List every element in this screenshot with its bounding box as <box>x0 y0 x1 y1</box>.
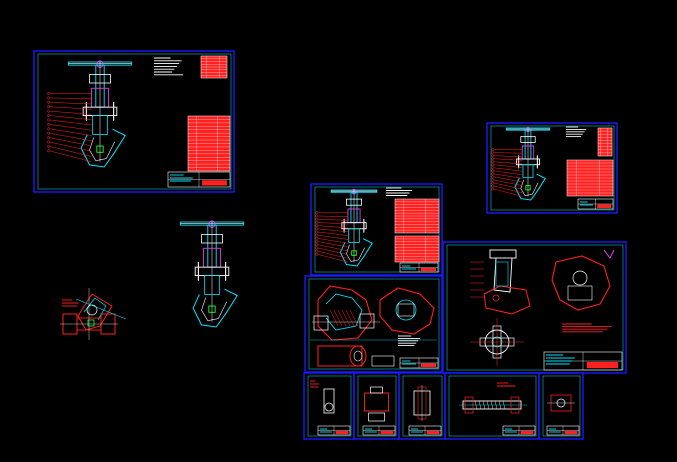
technical-notes <box>386 187 412 196</box>
parts-list-bom-2 <box>394 235 440 263</box>
sheet-valve-assembly-small <box>486 122 618 214</box>
part-view <box>459 382 527 414</box>
sheet-valve-body-section <box>304 275 443 373</box>
bonnet-view <box>317 345 395 367</box>
title-block <box>543 351 623 371</box>
parts-list-bom <box>566 159 614 197</box>
sheet-part-detail-large <box>442 241 627 374</box>
title-block <box>317 425 351 436</box>
loose-valve-body-plan <box>60 288 127 340</box>
part-front-view <box>470 249 531 315</box>
sheet-part-detail-2 <box>353 372 400 440</box>
part-view <box>413 385 431 421</box>
title-block <box>167 171 231 188</box>
sheet-valve-assembly-large <box>33 50 235 193</box>
parts-list-bom <box>187 115 231 172</box>
title-block <box>408 425 442 436</box>
title-block <box>577 198 614 210</box>
part-view <box>547 394 575 412</box>
part-plan-view <box>470 318 524 366</box>
parts-list-small <box>597 127 613 157</box>
loose-valve-elevation <box>180 220 244 328</box>
technical-notes <box>154 57 184 76</box>
title-block <box>546 425 580 436</box>
technical-notes <box>398 335 421 347</box>
title-block <box>399 262 439 273</box>
body-section-view <box>312 285 380 341</box>
sheet-part-detail-3 <box>398 372 446 440</box>
valve-assembly-elevation <box>315 188 378 267</box>
valve-assembly-elevation <box>491 126 551 201</box>
technical-notes <box>562 323 612 333</box>
sheet-valve-assembly-medium <box>310 183 443 276</box>
technical-notes <box>566 126 587 138</box>
part-view <box>364 386 389 422</box>
parts-list-small <box>200 55 228 79</box>
sheet-part-detail-1 <box>303 372 355 440</box>
part-side-view <box>551 249 615 311</box>
title-block <box>362 425 396 436</box>
title-block <box>399 357 439 369</box>
title-block <box>502 425 536 436</box>
part-view <box>310 380 335 414</box>
parts-list-bom <box>394 198 440 234</box>
sheet-part-detail-5 <box>538 372 584 440</box>
flange-view <box>379 287 435 335</box>
sheet-part-detail-4 <box>444 372 540 440</box>
valve-assembly-elevation <box>47 60 132 168</box>
